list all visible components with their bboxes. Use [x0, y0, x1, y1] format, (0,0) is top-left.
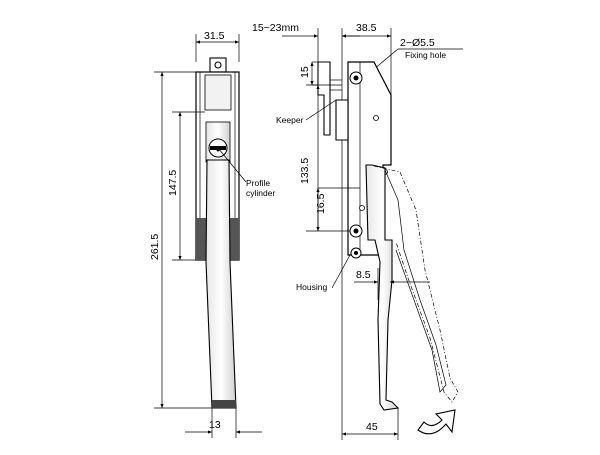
- dim-h15: 15: [299, 66, 311, 78]
- label-housing: Housing: [296, 282, 327, 292]
- dim-side-width: 38.5: [356, 22, 377, 34]
- dim-side-range: 15~23mm: [252, 22, 299, 34]
- dim-upper-height: 147.5: [167, 170, 179, 196]
- dim-h133: 133.5: [299, 158, 311, 184]
- front-housing-top: [204, 74, 232, 111]
- dim-h16: 16.5: [315, 193, 327, 214]
- keeper: [317, 61, 331, 136]
- front-view: 31.5 Profile cylinder 261.5 147: [149, 30, 275, 438]
- dim-w45: 45: [366, 421, 378, 433]
- label-cylinder: cylinder: [246, 188, 275, 198]
- label-profile: Profile: [246, 178, 270, 188]
- rotation-arrow-icon: [417, 409, 456, 435]
- front-housing-shadow-right: [229, 218, 239, 260]
- top-tab-hole: [214, 61, 222, 69]
- dim-hole-spec: 2−Ø5.5: [400, 37, 435, 49]
- front-housing-shadow-left: [196, 218, 207, 260]
- dim-top-width: 31.5: [204, 30, 225, 42]
- dim-total-height: 261.5: [149, 234, 161, 260]
- dim-handle-width: 13: [209, 419, 221, 431]
- dim-d85: 8.5: [356, 269, 371, 281]
- side-view: 15~23mm 38.5 2−Ø5.5 Fixing hole Keeper H…: [252, 22, 463, 440]
- side-handle-closed: [365, 164, 400, 411]
- label-keeper: Keeper: [276, 115, 304, 125]
- label-fixing-hole: Fixing hole: [405, 50, 446, 60]
